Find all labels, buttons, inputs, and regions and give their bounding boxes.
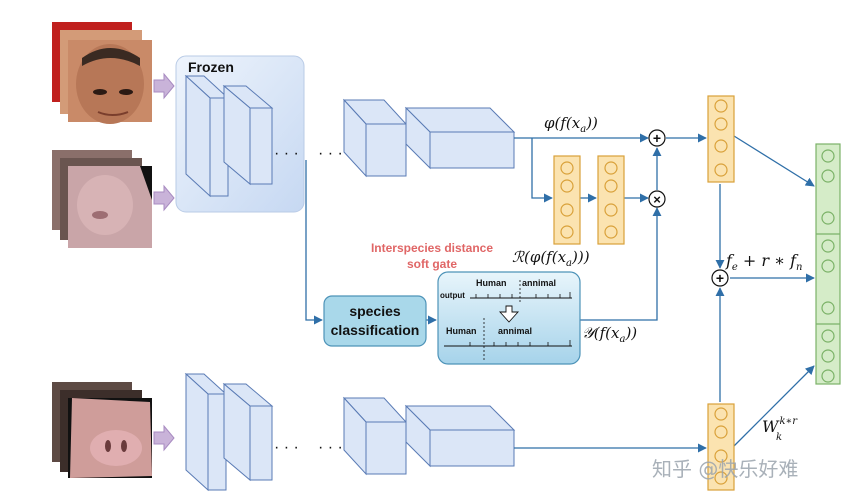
bottom-conv-layer-2	[222, 382, 274, 482]
dots-frozen: · · ·	[274, 145, 299, 162]
svg-text:+: +	[653, 130, 661, 146]
svg-text:+: +	[716, 270, 724, 286]
svg-text:annimal: annimal	[498, 326, 532, 336]
gate-output-label: 𝒴(f(xa))	[582, 324, 637, 345]
input-arrows	[153, 72, 175, 452]
watermark: 知乎 @快乐好难	[652, 457, 798, 481]
residual-module-col-2	[597, 155, 625, 245]
fusion-expression-label: fe + r ∗ fn	[725, 251, 803, 273]
dots-bottom-2: · · ·	[318, 439, 343, 456]
soft-gate-box: Human annimal output Human annimal	[437, 271, 581, 365]
phi-label: φ(f(xa))	[544, 114, 598, 135]
svg-text:Human: Human	[476, 278, 507, 288]
pig-images-bottom	[52, 382, 152, 478]
svg-text:annimal: annimal	[522, 278, 556, 288]
plus-operator-fusion: +	[711, 269, 729, 287]
svg-text:output: output	[440, 291, 465, 300]
dots-mid-top: · · ·	[318, 145, 343, 162]
pig-images-top	[52, 150, 152, 248]
species-classification-box: species classification	[323, 295, 427, 347]
top-conv-block-2	[404, 106, 516, 170]
residual-module-col-1	[553, 155, 581, 245]
svg-text:Human: Human	[446, 326, 477, 336]
output-feature-column	[815, 143, 841, 385]
gate-title-line2: soft gate	[407, 257, 457, 271]
feature-column-bottom	[707, 403, 735, 491]
svg-text:×: ×	[653, 192, 661, 207]
connectors	[305, 133, 815, 453]
times-operator: ×	[648, 190, 666, 208]
top-conv-block-1	[342, 98, 408, 178]
residual-phi-label: ℛ(φ(f(xa)))	[512, 248, 590, 269]
bottom-conv-block-1	[342, 396, 408, 476]
feature-column-top	[707, 95, 735, 183]
frozen-conv-layer-2	[222, 84, 274, 186]
bottom-conv-layer-1	[184, 372, 228, 492]
bottom-conv-block-2	[404, 404, 516, 468]
plus-operator-top: +	[648, 129, 666, 147]
gate-title-line1: Interspecies distance	[371, 241, 493, 255]
frozen-label: Frozen	[188, 59, 234, 75]
svg-text:classification: classification	[331, 322, 420, 338]
dots-bottom-1: · · ·	[274, 439, 299, 456]
svg-text:species: species	[349, 303, 401, 319]
frozen-conv-layer-1	[184, 74, 230, 198]
human-face-images	[52, 22, 152, 124]
